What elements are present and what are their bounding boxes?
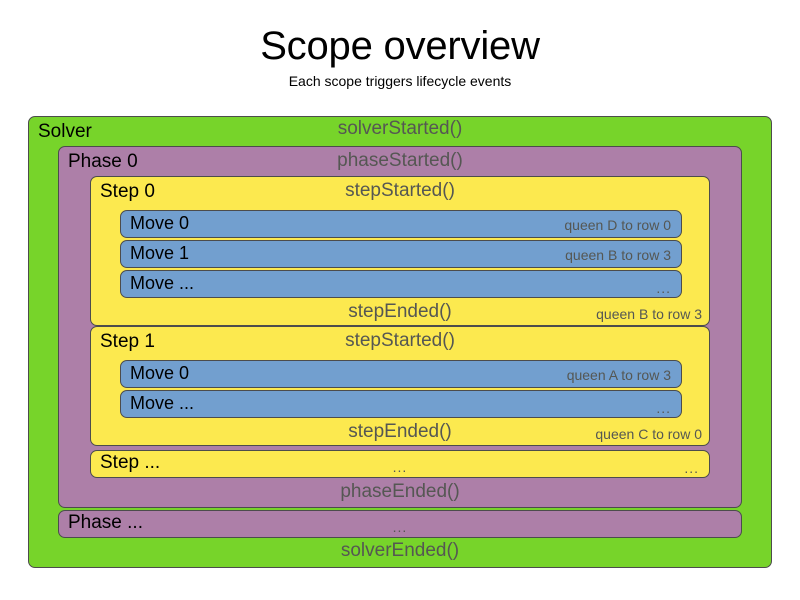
step-ellipsis-scope[interactable]: Step ... ... <box>90 450 710 478</box>
step-1-move-ellipsis-label: Move ... <box>130 393 195 413</box>
step-0-move-ellipsis-label: Move ... <box>130 273 195 293</box>
step-1-scope-label: Step 1 <box>100 331 155 352</box>
step-ellipsis-detail: ... <box>684 460 699 476</box>
step-1-move-ellipsis[interactable]: Move ... ... <box>120 390 682 418</box>
step-0-ended-detail: queen B to row 3 <box>596 306 702 322</box>
step-0-move-1[interactable]: Move 1 queen B to row 3 <box>120 240 682 268</box>
step-1-move-ellipsis-detail: ... <box>656 400 671 416</box>
step-0-scope-label: Step 0 <box>100 181 155 202</box>
step-0-move-0-detail: queen D to row 0 <box>564 217 671 233</box>
phase-0-scope-label: Phase 0 <box>68 151 138 172</box>
step-ellipsis-scope-label: Step ... <box>100 452 161 473</box>
page-title: Scope overview <box>260 24 540 68</box>
step-0-move-ellipsis-detail: ... <box>656 280 671 296</box>
step-1-move-0[interactable]: Move 0 queen A to row 3 <box>120 360 682 388</box>
page-header: Scope overview Each scope triggers lifec… <box>0 0 800 89</box>
step-0-move-1-detail: queen B to row 3 <box>565 247 671 263</box>
solver-footer-row <box>29 537 771 563</box>
step-ellipsis-started-event: ... <box>392 459 408 475</box>
phase-0-header-row: Phase 0 <box>59 149 741 175</box>
page-subtitle: Each scope triggers lifecycle events <box>288 73 512 89</box>
step-1-move-0-detail: queen A to row 3 <box>566 367 671 383</box>
phase-ellipsis-scope[interactable]: Phase ... <box>58 510 742 538</box>
step-0-move-0[interactable]: Move 0 queen D to row 0 <box>120 210 682 238</box>
solver-header-row: Solver <box>29 119 771 145</box>
solver-scope-label: Solver <box>38 121 92 142</box>
step-0-move-1-label: Move 1 <box>130 243 190 263</box>
phase-ellipsis-scope-label: Phase ... <box>68 512 143 533</box>
step-1-header-row: Step 1 <box>91 329 709 355</box>
phase-ellipsis-started-event: ... <box>392 519 408 535</box>
step-0-header-row: Step 0 <box>91 179 709 205</box>
step-1-move-0-label: Move 0 <box>130 363 190 383</box>
step-0-move-ellipsis[interactable]: Move ... ... <box>120 270 682 298</box>
step-0-move-0-label: Move 0 <box>130 213 190 233</box>
step-1-ended-detail: queen C to row 0 <box>595 426 702 442</box>
